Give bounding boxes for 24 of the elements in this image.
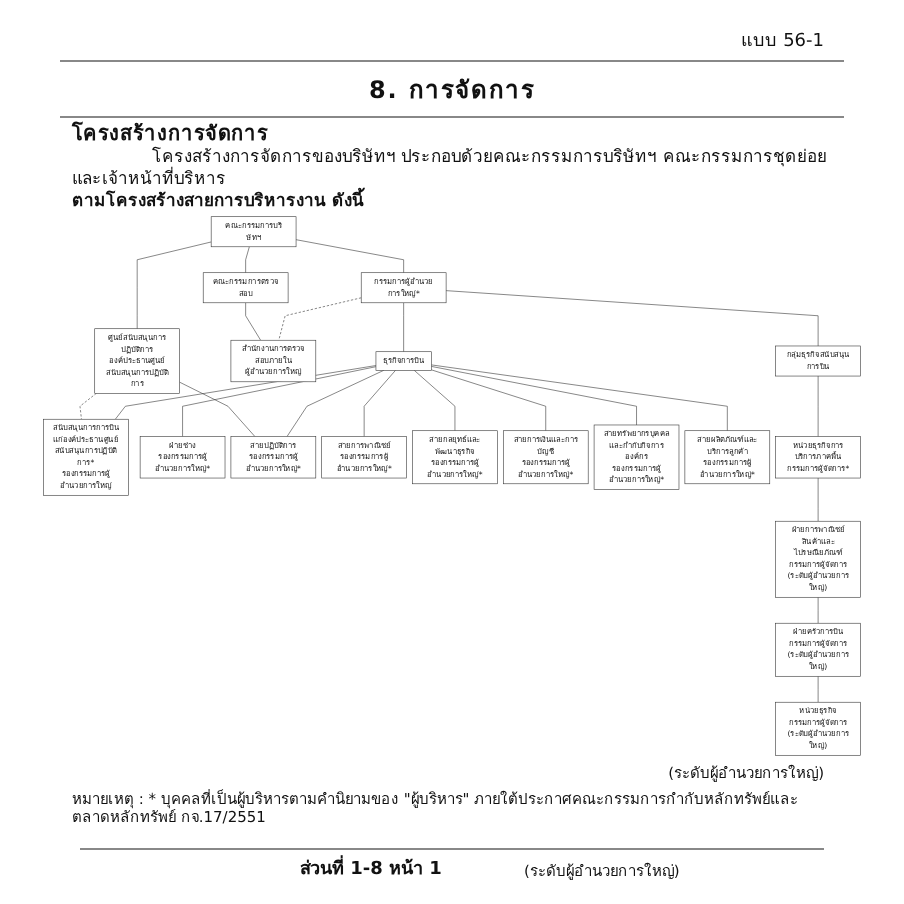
- connector: [817, 375, 819, 437]
- connector: [431, 369, 547, 432]
- connector: [136, 241, 212, 330]
- connector: [245, 302, 261, 341]
- connector: [445, 290, 819, 347]
- connector: [295, 239, 404, 274]
- intro-line: ตามโครงสร้างสายการบริหารงาน ดังนี้: [72, 192, 364, 214]
- connector: [431, 364, 728, 432]
- connector: [363, 370, 396, 437]
- intro-paragraph: โครงสร้างการจัดการของบริษัทฯ ประกอบด้วยคณะกรรมการบริษัทฯ คณะกรรมการชุดย่อย และเจ้าหน้าที่บริหาร: [72, 148, 829, 190]
- connector: [286, 370, 385, 437]
- connector: [182, 366, 377, 437]
- page-number: ส่วนที่ 1-8 หน้า 1: [300, 860, 442, 883]
- connector: [245, 246, 250, 274]
- connector: [278, 297, 362, 341]
- section-heading: โครงสร้างการจัดการ: [72, 124, 268, 146]
- connector: [817, 676, 819, 703]
- connector: [179, 381, 256, 437]
- page-title: 8. การจัดการ: [366, 76, 538, 106]
- connector: [431, 366, 637, 426]
- connector: [817, 597, 819, 624]
- connector: [413, 370, 456, 432]
- connector: [403, 302, 404, 353]
- form-number: แบบ 56-1: [741, 32, 824, 55]
